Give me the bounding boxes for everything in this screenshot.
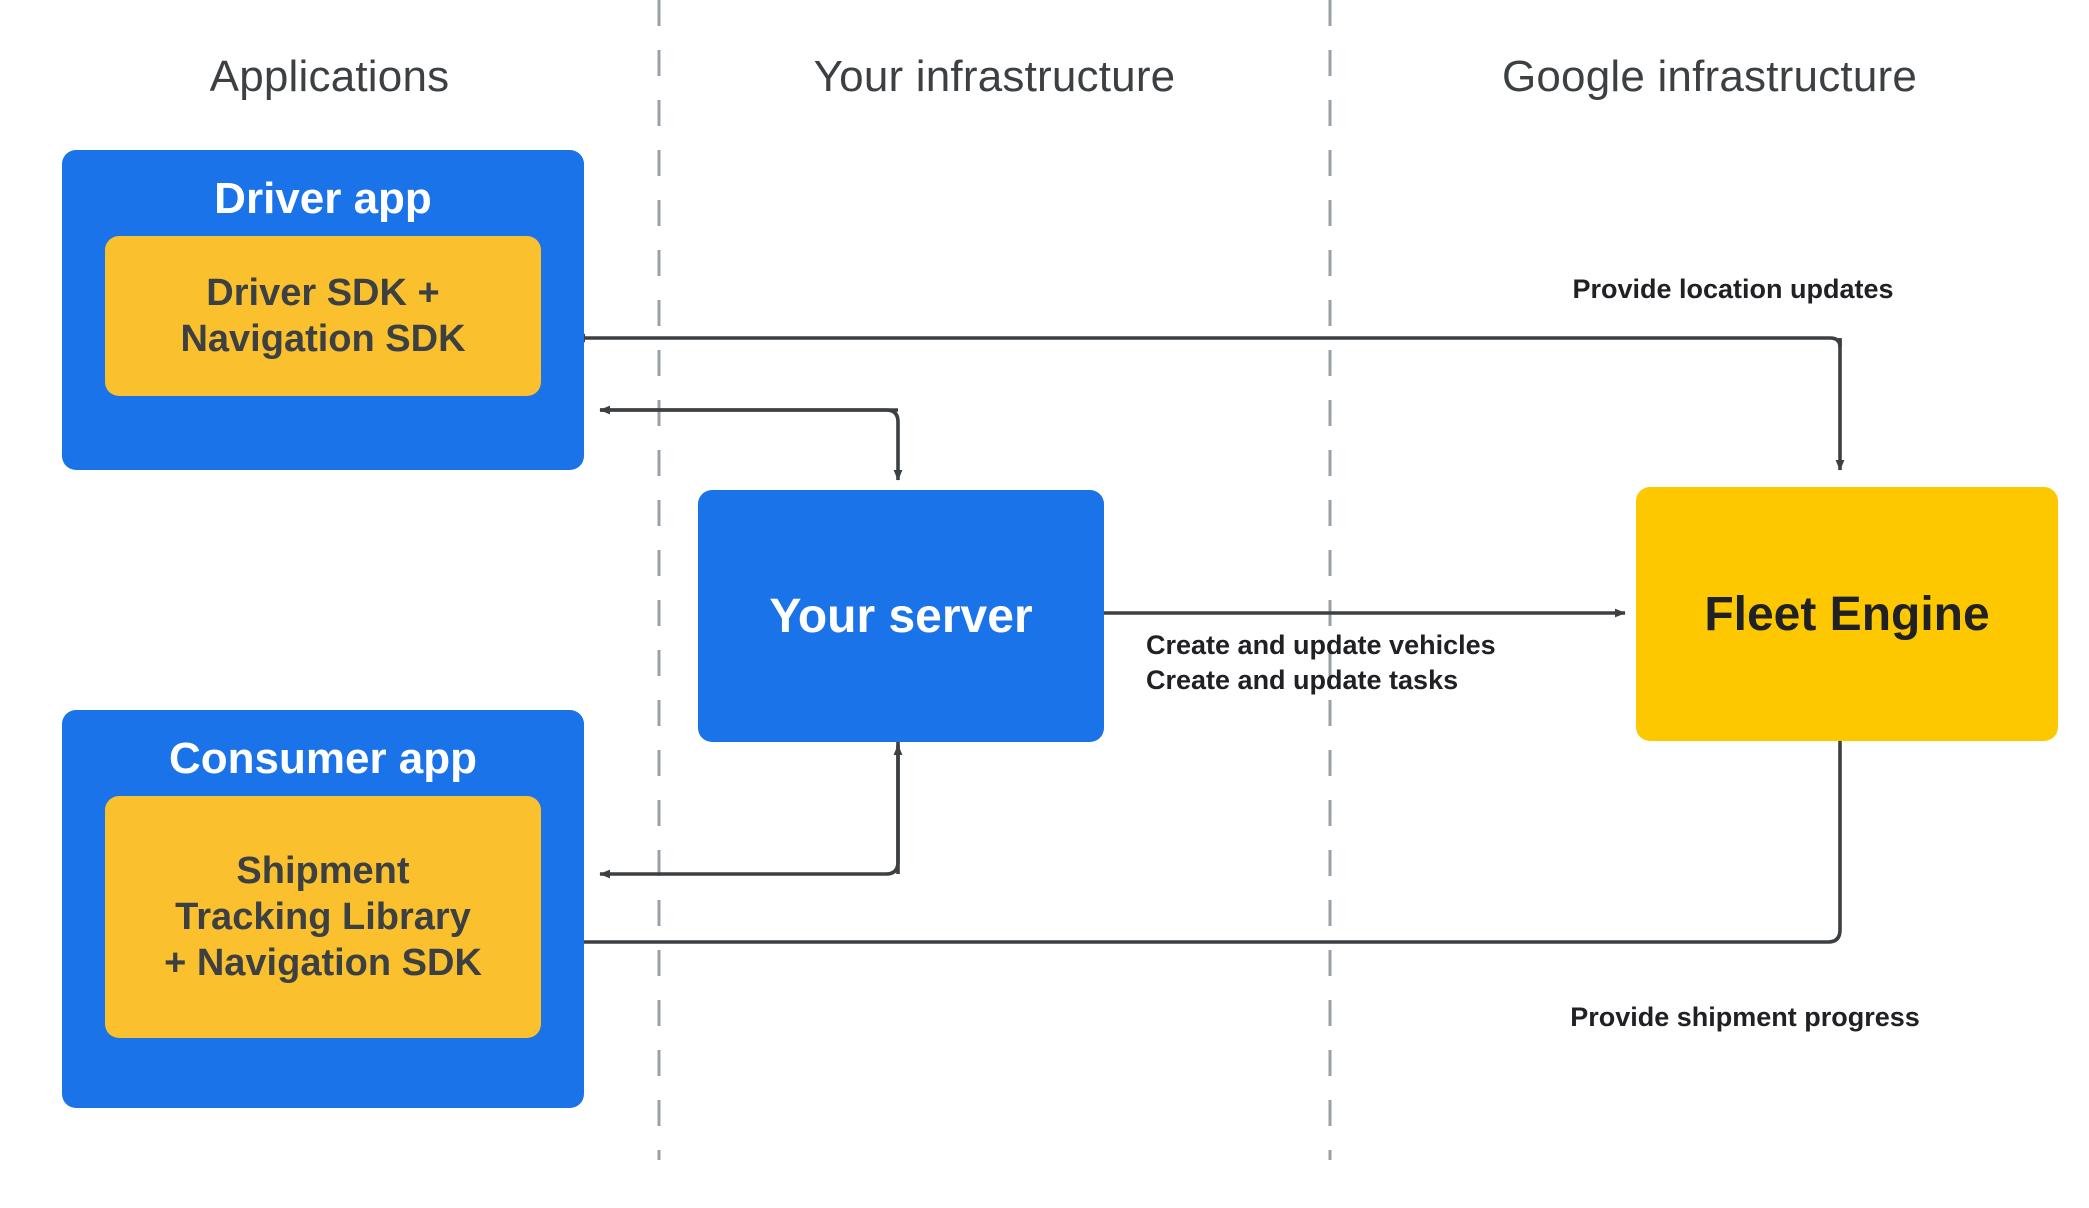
node-consumer-app[interactable]: Consumer app Shipment Tracking Library +…	[62, 710, 584, 1108]
column-header-your-infrastructure: Your infrastructure	[813, 52, 1176, 101]
consumer-app-title: Consumer app	[168, 734, 478, 783]
arrow-server-to-consumer	[599, 740, 900, 879]
node-your-server[interactable]: Your server	[698, 490, 1104, 742]
edge-label-location-updates: Provide location updates	[1572, 274, 1894, 304]
node-shipment-tracking[interactable]: Shipment Tracking Library + Navigation S…	[105, 796, 541, 1039]
shipment-tracking-label: Shipment Tracking Library + Navigation S…	[154, 848, 492, 987]
shipment-tracking-line-2: Tracking Library	[175, 896, 471, 938]
column-header-applications: Applications	[209, 52, 450, 101]
edge-label-shipment-progress: Provide shipment progress	[1570, 1002, 1920, 1032]
fleet-engine-title: Fleet Engine	[1704, 587, 1990, 641]
driver-sdk-line-2: Navigation SDK	[180, 318, 466, 361]
your-server-title: Your server	[769, 589, 1033, 643]
arrow-shipment-progress	[569, 740, 1842, 947]
arrow-driver-to-server	[600, 408, 903, 481]
node-driver-app[interactable]: Driver app Driver SDK + Navigation SDK	[62, 150, 584, 470]
node-fleet-engine[interactable]: Fleet Engine	[1636, 487, 2058, 741]
edge-label-create-update: Create and update vehicles Create and up…	[1146, 628, 1496, 697]
edge-label-create-vehicles: Create and update vehicles	[1146, 630, 1496, 660]
shipment-tracking-line-1: Shipment	[236, 849, 410, 892]
driver-app-title: Driver app	[214, 174, 432, 223]
column-header-google-infrastructure: Google infrastructure	[1501, 52, 1918, 101]
edge-label-create-tasks: Create and update tasks	[1146, 664, 1459, 695]
driver-sdk-label: Driver SDK + Navigation SDK	[170, 270, 475, 363]
shipment-tracking-line-3: + Navigation SDK	[164, 942, 482, 985]
node-driver-sdk[interactable]: Driver SDK + Navigation SDK	[105, 236, 541, 397]
arrow-location-updates	[574, 333, 1842, 348]
driver-sdk-line-1: Driver SDK +	[206, 271, 440, 314]
